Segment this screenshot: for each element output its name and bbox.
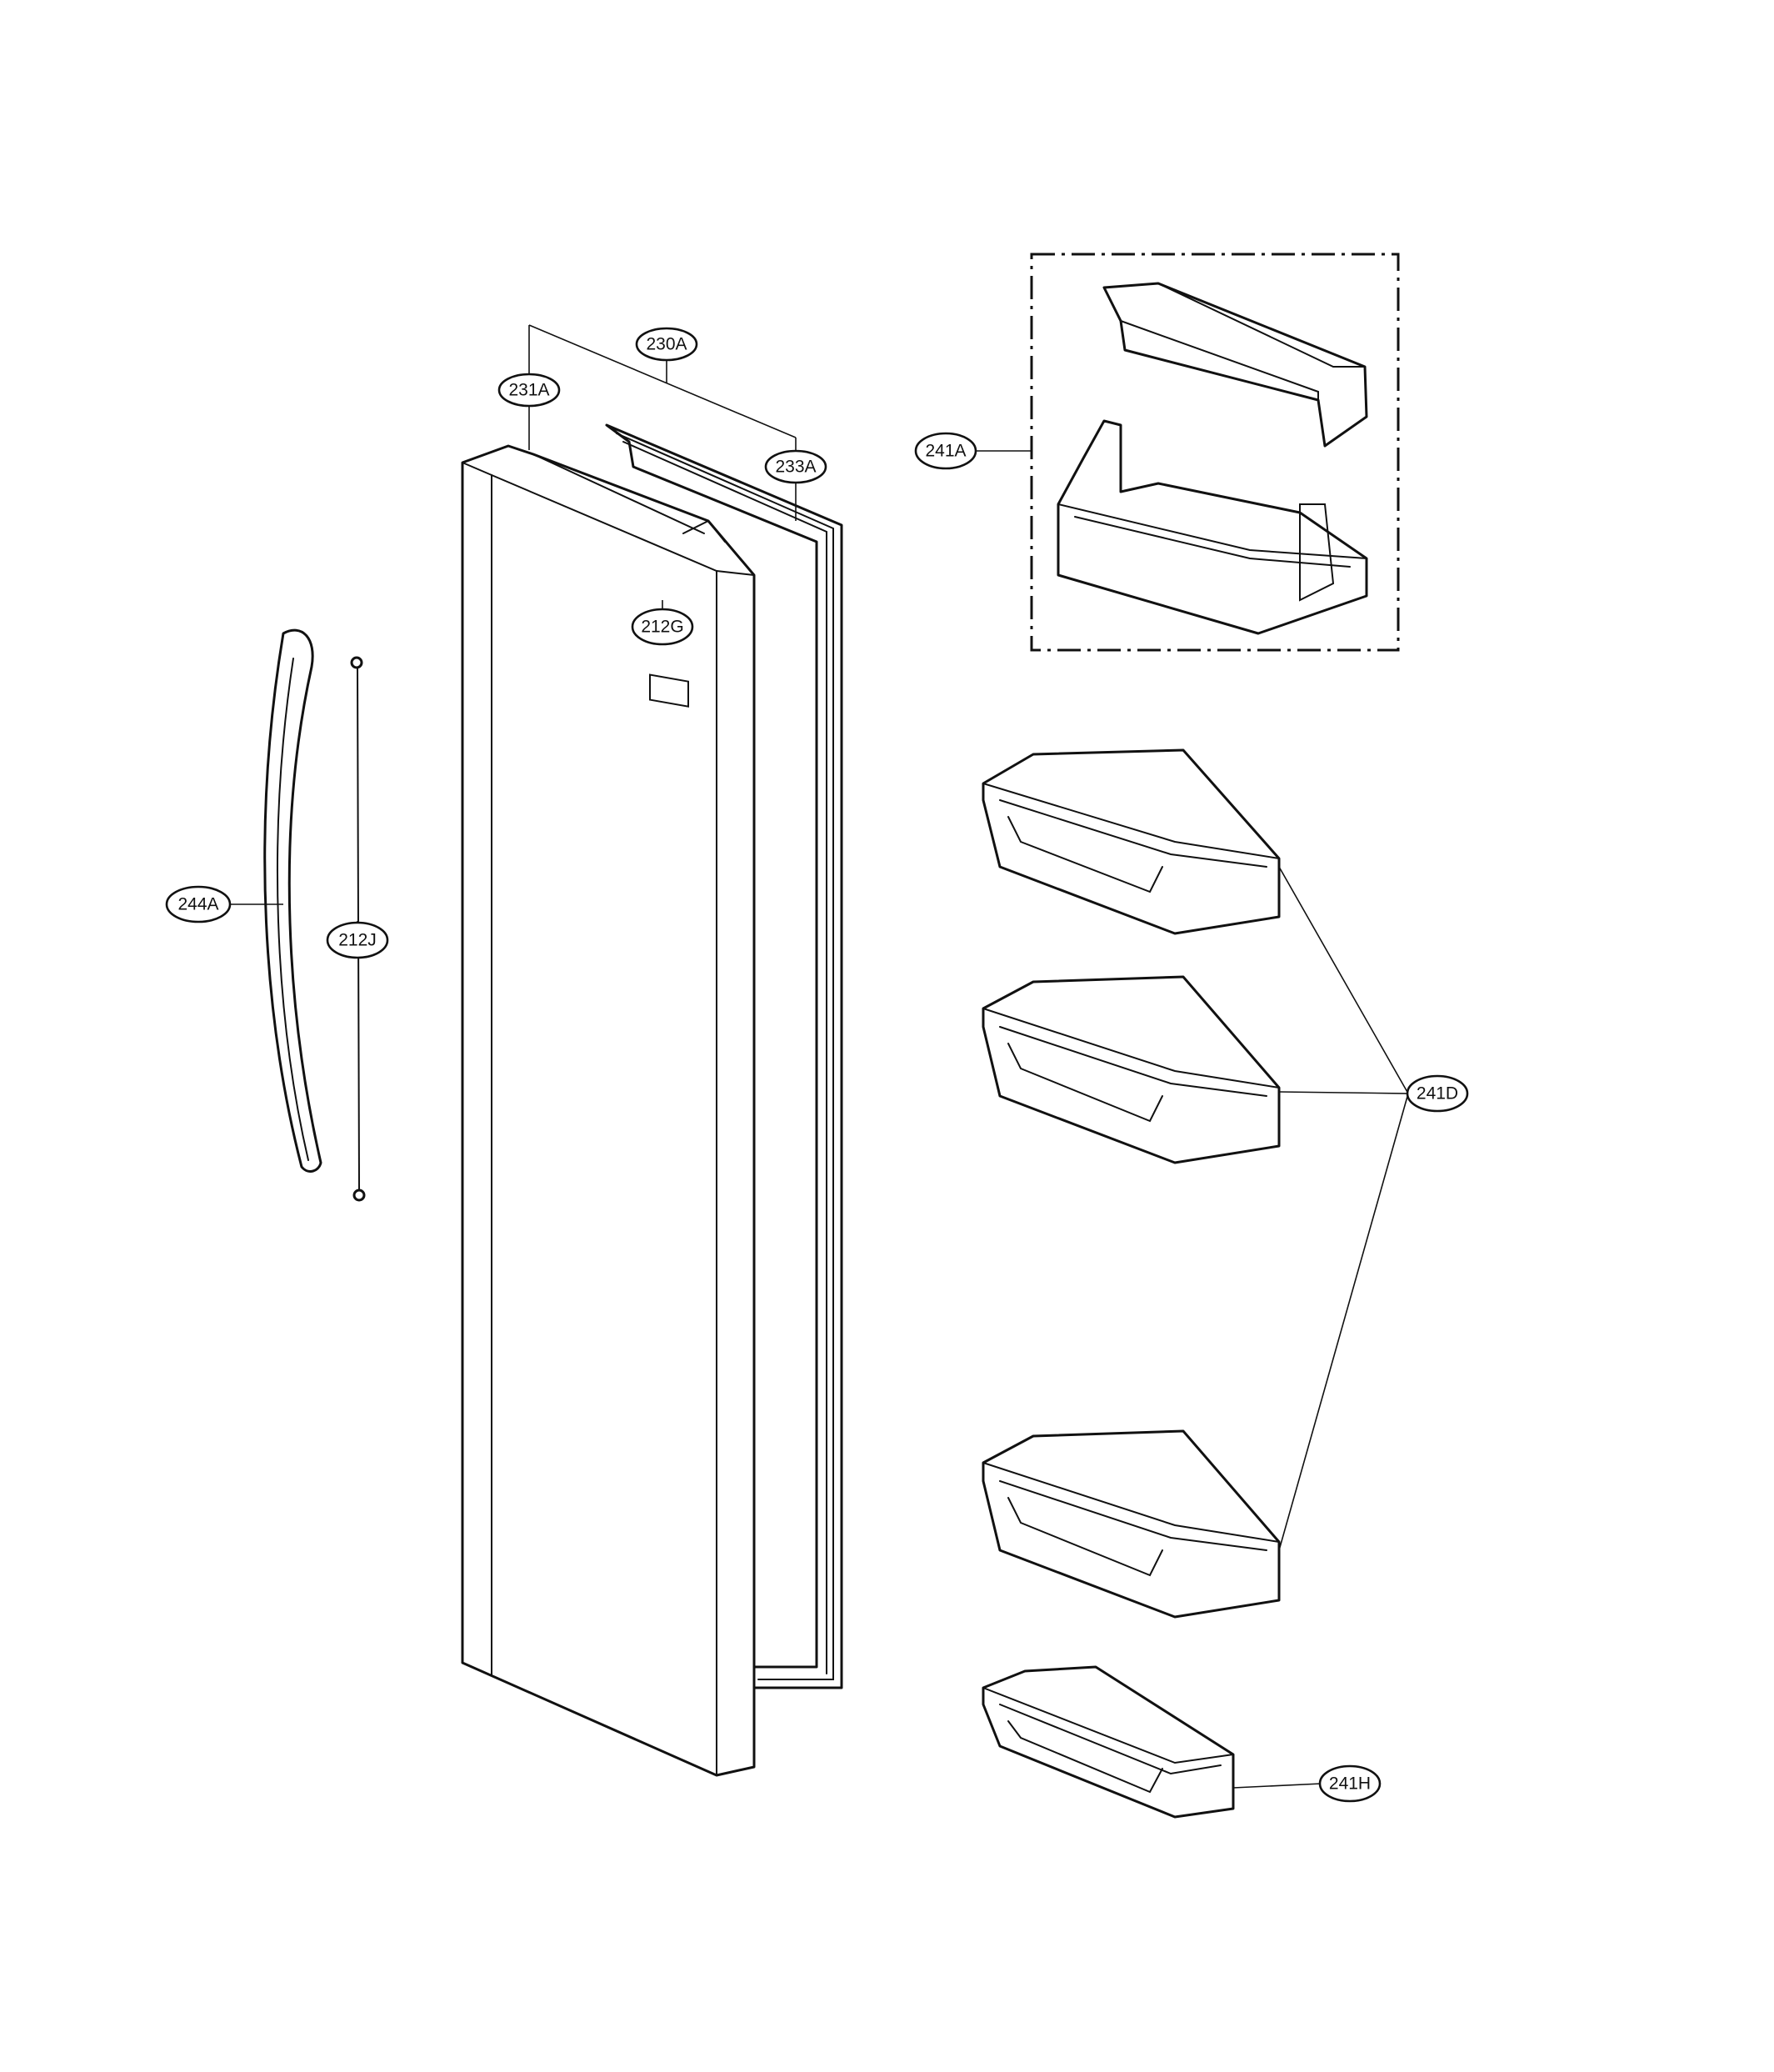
door-panel xyxy=(461,444,756,1777)
door-gasket xyxy=(605,423,843,1689)
bin-241d-3 xyxy=(982,1429,1281,1619)
callout-231a: 231A xyxy=(497,373,561,408)
door-handle xyxy=(263,628,322,1173)
callout-230a: 230A xyxy=(635,327,698,362)
bin-241d-2 xyxy=(982,975,1281,1164)
callout-241h-label: 241H xyxy=(1329,1774,1371,1794)
bin-241h xyxy=(982,1665,1235,1819)
kit-box-241a xyxy=(1030,253,1400,652)
callout-241a: 241A xyxy=(914,432,977,470)
callout-231a-label: 231A xyxy=(508,381,549,400)
callout-233a-label: 233A xyxy=(775,458,816,477)
callout-244a-label: 244A xyxy=(177,895,218,914)
callout-244a: 244A xyxy=(165,885,232,923)
bin-241a xyxy=(1057,419,1368,635)
callout-241d-label: 241D xyxy=(1417,1084,1458,1104)
leader-lines xyxy=(230,324,1419,1789)
callout-241h: 241H xyxy=(1318,1764,1382,1803)
callout-212j: 212J xyxy=(326,921,389,959)
bin-cover xyxy=(1102,282,1368,448)
callout-212j-label: 212J xyxy=(338,931,377,950)
callout-233a: 233A xyxy=(764,449,827,484)
callout-230a-label: 230A xyxy=(646,335,687,354)
callout-212g: 212G xyxy=(631,608,694,646)
bin-241d-1 xyxy=(982,748,1281,935)
callout-241a-label: 241A xyxy=(925,442,966,461)
callout-241d: 241D xyxy=(1406,1074,1469,1113)
callout-212g-label: 212G xyxy=(641,618,683,637)
